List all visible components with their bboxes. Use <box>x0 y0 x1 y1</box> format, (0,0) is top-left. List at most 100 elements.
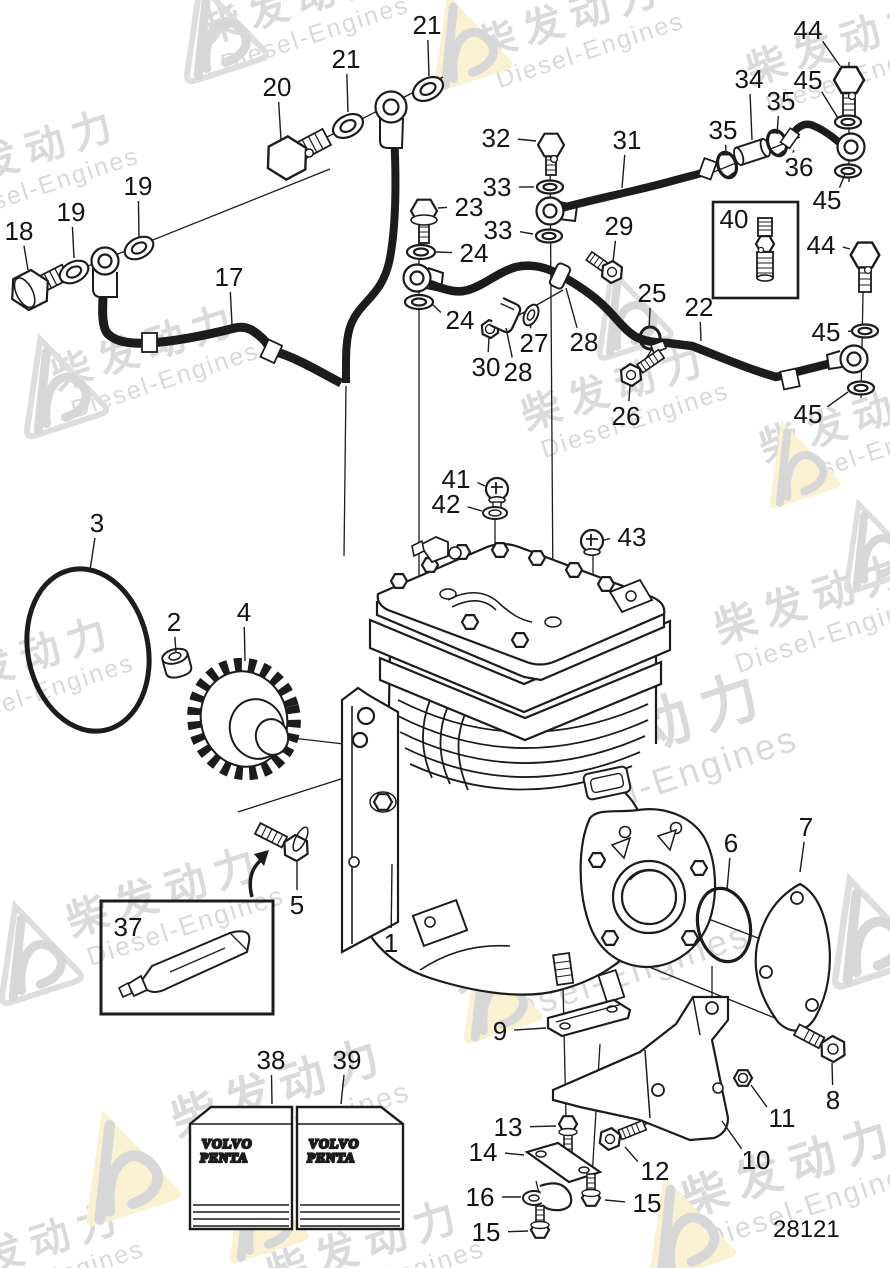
callout-12: 12 <box>641 1156 670 1186</box>
leader-45 <box>821 91 839 119</box>
callout-17: 17 <box>215 262 244 292</box>
watermark-logo-icon <box>86 1110 182 1227</box>
part-pipe-17 <box>92 268 344 387</box>
leader-29 <box>612 240 617 263</box>
callout-31: 31 <box>613 125 642 155</box>
watermark-logo-icon <box>24 332 110 440</box>
leader-3 <box>89 537 96 571</box>
leader-33 <box>519 231 534 235</box>
callout-38: 38 <box>257 1045 286 1075</box>
callout-3: 3 <box>90 508 104 538</box>
callout-4: 4 <box>237 597 251 627</box>
leader-11 <box>750 1084 768 1108</box>
callout-35: 35 <box>767 86 796 116</box>
leader-4 <box>243 626 246 662</box>
part-rubber-28 <box>489 297 522 334</box>
part-washer-45a <box>833 114 863 130</box>
part-hose-20 <box>341 131 400 384</box>
callout-25: 25 <box>638 278 667 308</box>
kit-38-brand-line1: VOLVO <box>201 1136 253 1151</box>
part-pipe-31 <box>560 156 718 212</box>
leader-44 <box>822 40 841 67</box>
part-bolt-5 <box>253 821 314 866</box>
part-screw-41 <box>484 476 510 512</box>
kit-39-brand-line2: PENTA <box>307 1150 357 1165</box>
leader-22 <box>699 321 702 342</box>
part-hose-36 <box>779 120 844 150</box>
callout-45: 45 <box>813 185 842 215</box>
callout-22: 22 <box>685 292 714 322</box>
part-banjo-31R <box>836 132 866 162</box>
leader-24 <box>435 251 453 254</box>
part-bolt-44b <box>849 241 881 293</box>
leader-19 <box>71 226 75 259</box>
callout-43: 43 <box>618 522 647 552</box>
watermark-logo-icon <box>769 420 841 509</box>
part-bolt-18 <box>3 263 71 316</box>
callout-33: 33 <box>484 215 513 245</box>
watermark-logo-icon <box>844 498 890 594</box>
leader-34 <box>749 93 753 141</box>
leader-24 <box>431 303 442 314</box>
part-oring-6 <box>695 886 753 964</box>
leader-45 <box>826 391 849 408</box>
part-bolt-20 <box>257 127 333 186</box>
callout-26: 26 <box>612 401 641 431</box>
part-stud-40-box <box>711 200 800 300</box>
part-bolt-12 <box>595 1119 648 1154</box>
part-compressor-1 <box>340 536 717 1004</box>
bolt-5-arrow <box>248 850 269 898</box>
part-spacer-34 <box>733 137 771 167</box>
watermark-logo-icon <box>0 899 85 1007</box>
callout-15: 15 <box>472 1217 501 1247</box>
leader-15 <box>604 1199 626 1203</box>
leader-8 <box>831 1062 834 1086</box>
drawing-number: 28121 <box>773 1216 840 1243</box>
callout-29: 29 <box>605 211 634 241</box>
callout-34: 34 <box>735 64 764 94</box>
part-bolt-29 <box>585 250 628 288</box>
callout-11: 11 <box>769 1103 796 1133</box>
leader-36 <box>792 149 795 153</box>
callout-19: 19 <box>124 171 153 201</box>
leader-42 <box>467 506 483 512</box>
leader-45 <box>838 173 846 188</box>
callout-24: 24 <box>460 238 489 268</box>
part-clamp-25 <box>638 325 667 354</box>
leader-39 <box>340 1074 345 1105</box>
leader-28 <box>565 287 578 328</box>
callout-30: 30 <box>472 352 501 382</box>
part-washer-42 <box>482 506 508 520</box>
callout-45: 45 <box>794 399 823 429</box>
part-banjo-22R <box>825 344 869 374</box>
leader-18 <box>23 245 29 271</box>
watermark-logo-icon <box>831 872 890 990</box>
leader-31 <box>621 154 626 189</box>
watermark-logo-icon <box>184 0 270 85</box>
part-cover-7 <box>754 882 831 1032</box>
leader-15 <box>507 1230 529 1233</box>
part-washer-45c <box>850 323 880 339</box>
leader-41 <box>477 481 486 487</box>
leader-21 <box>346 73 349 113</box>
part-washer-24a <box>405 243 437 261</box>
leader-9 <box>513 1027 547 1031</box>
callout-33: 33 <box>483 172 512 202</box>
leader-19 <box>137 200 140 238</box>
leader-12 <box>624 1146 639 1163</box>
leader-1 <box>390 863 393 929</box>
part-clamp-35L <box>715 150 739 180</box>
part-kit-38: VOLVO PENTA <box>188 1105 294 1231</box>
callout-28: 28 <box>570 327 599 357</box>
callout-10: 10 <box>742 1145 771 1175</box>
callout-9: 9 <box>493 1016 507 1046</box>
part-washer-24b <box>403 293 435 311</box>
callout-5: 5 <box>290 890 304 920</box>
leader-35 <box>776 115 780 135</box>
callout-23: 23 <box>455 192 484 222</box>
leader-10 <box>721 1120 743 1150</box>
part-bolt-23 <box>409 198 439 244</box>
